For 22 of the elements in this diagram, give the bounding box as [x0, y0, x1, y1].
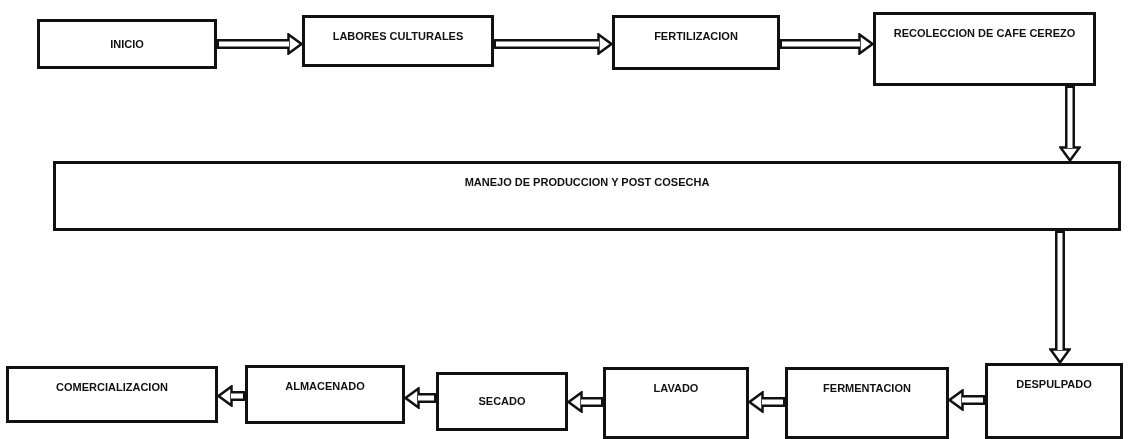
- box-label: RECOLECCION DE CAFE CEREZO: [893, 26, 1076, 41]
- process-box: [53, 161, 1121, 231]
- process-box: [612, 15, 780, 70]
- box-label: LAVADO: [653, 381, 699, 396]
- process-box: [436, 372, 568, 431]
- process-box: [6, 366, 218, 423]
- box-label: INICIO: [110, 36, 144, 52]
- box-label: ALMACENADO: [285, 379, 365, 394]
- box-label: FERMENTACION: [823, 381, 911, 396]
- box-label: SECADO: [478, 394, 526, 410]
- process-box: [603, 367, 749, 439]
- process-box: [245, 365, 405, 424]
- process-box: [37, 19, 217, 69]
- process-box: [985, 363, 1123, 439]
- process-box: [302, 15, 494, 67]
- box-label: FERTILIZACION: [654, 29, 738, 44]
- box-label: DESPULPADO: [1016, 377, 1092, 392]
- box-label: MANEJO DE PRODUCCION Y POST COSECHA: [464, 175, 710, 190]
- process-box: [785, 367, 949, 439]
- box-label: COMERCIALIZACION: [56, 380, 168, 395]
- box-label: LABORES CULTURALES: [332, 29, 464, 44]
- process-box: [873, 12, 1096, 86]
